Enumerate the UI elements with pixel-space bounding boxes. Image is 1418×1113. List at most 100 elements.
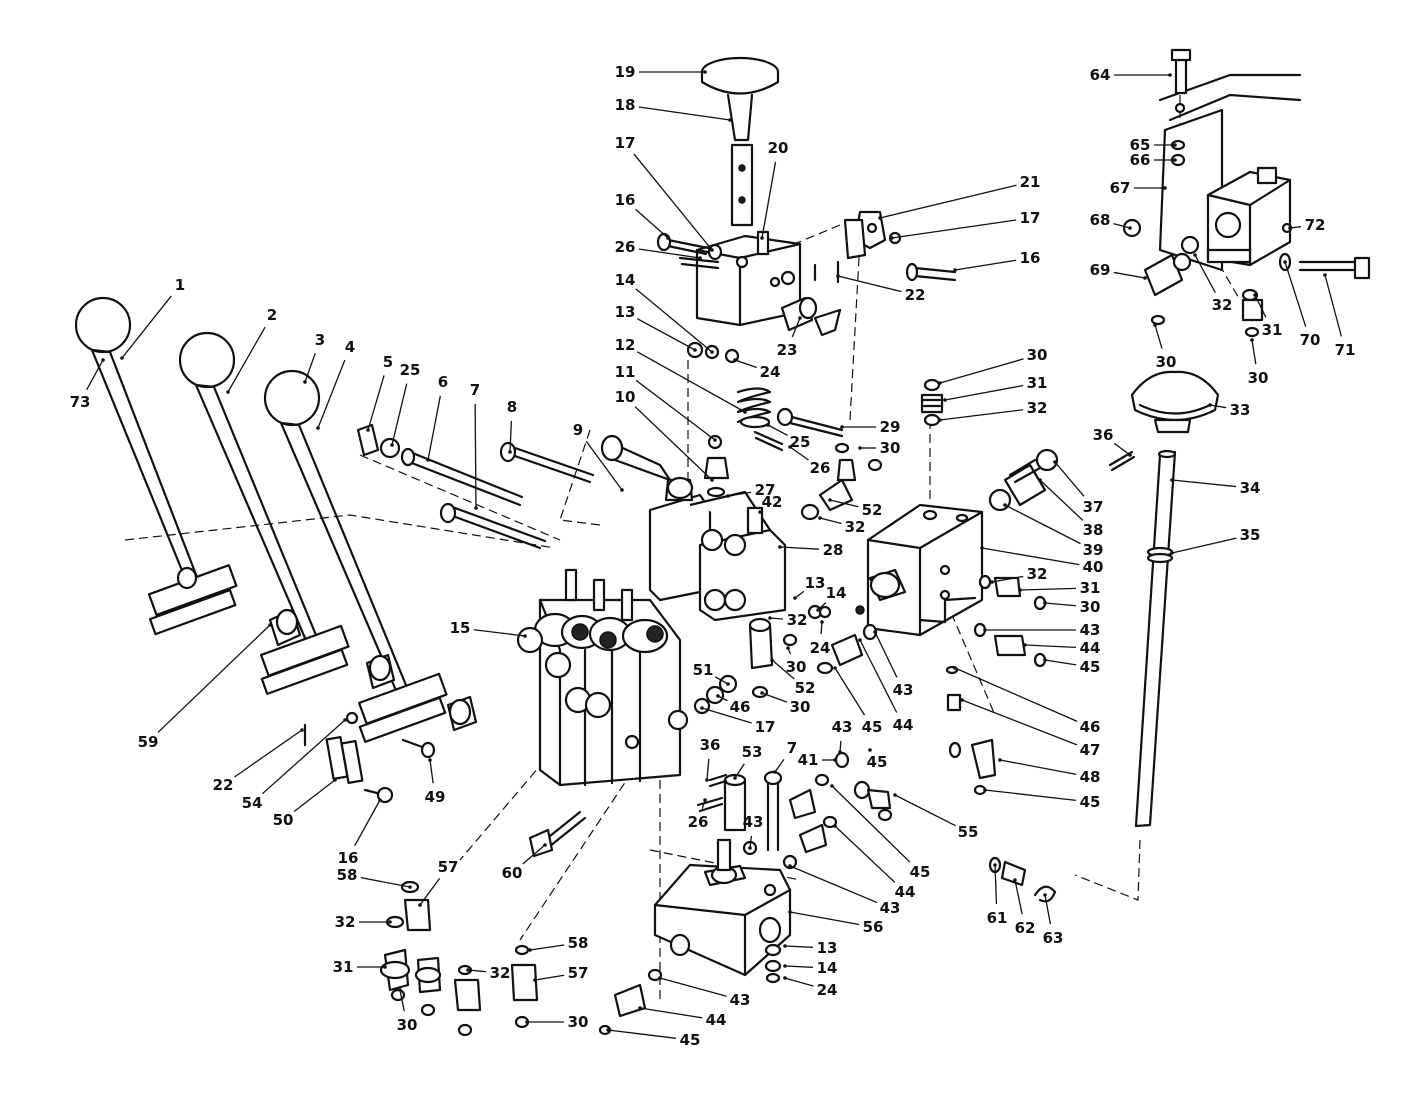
- leader-line-62: [1014, 879, 1023, 915]
- leader-line-35: [1171, 537, 1237, 554]
- leader-line-16: [354, 799, 381, 847]
- leader-tip-43: [983, 628, 987, 632]
- part-label-64: 64: [1090, 66, 1111, 84]
- leader-line-61: [994, 864, 998, 905]
- leader-tip-13: [783, 944, 787, 948]
- leader-tip-12: [743, 410, 747, 414]
- part-label-52: 52: [795, 679, 816, 697]
- leader-line-30: [761, 692, 788, 703]
- leader-tip-47: [960, 698, 964, 702]
- leader-tip-50: [333, 778, 337, 782]
- leader-tip-46: [716, 694, 720, 698]
- part-label-24: 24: [810, 639, 831, 657]
- lower-valve-56: [653, 773, 792, 984]
- part-label-50: 50: [273, 811, 294, 829]
- leader-tip-72: [1288, 226, 1292, 230]
- part-label-52: 52: [862, 501, 883, 519]
- leader-tip-16: [666, 236, 670, 240]
- part-label-1: 1: [175, 276, 185, 294]
- leader-tip-30: [938, 381, 942, 385]
- part-label-68: 68: [1090, 211, 1111, 229]
- part-label-18: 18: [615, 96, 636, 114]
- leader-line-13: [636, 318, 696, 351]
- part-label-28: 28: [823, 541, 844, 559]
- leader-tip-45: [830, 784, 834, 788]
- leader-line-69: [1113, 271, 1146, 279]
- leader-line-17: [701, 707, 752, 724]
- leader-tip-61: [993, 863, 997, 867]
- part-label-48: 48: [1080, 768, 1101, 786]
- leader-line-45: [1044, 659, 1077, 666]
- part-label-22: 22: [905, 286, 926, 304]
- leader-line-50: [293, 779, 336, 812]
- leader-line-14: [784, 965, 814, 968]
- leader-tip-42: [758, 510, 762, 514]
- leader-line-22: [837, 275, 902, 293]
- leader-line-36: [1113, 442, 1131, 456]
- leader-tip-5: [366, 428, 370, 432]
- part-label-65: 65: [1130, 136, 1151, 154]
- leader-tip-3: [303, 380, 307, 384]
- leader-tip-30: [760, 691, 764, 695]
- leader-line-49: [429, 759, 434, 784]
- relief-valve-37-39: [988, 448, 1059, 512]
- leader-tip-45: [606, 1028, 610, 1032]
- part-label-30: 30: [790, 698, 811, 716]
- leader-tip-21: [878, 216, 882, 220]
- bolt-71: [1150, 252, 1371, 338]
- leader-tip-44: [858, 638, 862, 642]
- leader-line-56: [789, 911, 860, 926]
- part-label-32: 32: [787, 611, 808, 629]
- part-label-16: 16: [615, 191, 636, 209]
- leader-line-16: [635, 208, 669, 239]
- leader-line-46: [954, 667, 1078, 722]
- leader-tip-35: [1170, 551, 1174, 555]
- part-label-55: 55: [958, 823, 979, 841]
- part-label-17: 17: [1020, 209, 1041, 227]
- part-label-10: 10: [615, 388, 636, 406]
- leader-tip-57: [533, 978, 537, 982]
- leader-line-43: [874, 631, 898, 678]
- part-label-32: 32: [490, 964, 511, 982]
- leader-tip-62: [1013, 878, 1017, 882]
- leader-line-30: [939, 358, 1024, 384]
- part-label-45: 45: [910, 863, 931, 881]
- part-label-46: 46: [1080, 718, 1101, 736]
- leader-line-30: [1044, 602, 1077, 607]
- part-label-30: 30: [568, 1013, 589, 1031]
- leader-tip-70: [1283, 260, 1287, 264]
- leader-tip-45: [833, 666, 837, 670]
- leader-tip-32: [1193, 253, 1197, 257]
- leader-line-43: [749, 835, 753, 849]
- clevis-50: [303, 711, 436, 804]
- leader-tip-13: [793, 596, 797, 600]
- leader-line-30: [399, 989, 405, 1012]
- leader-tip-45: [868, 748, 872, 752]
- leader-line-20: [761, 161, 777, 239]
- part-label-32: 32: [335, 913, 356, 931]
- part-label-72: 72: [1305, 216, 1326, 234]
- part-label-30: 30: [1080, 598, 1101, 616]
- part-label-42: 42: [762, 493, 783, 511]
- leader-tip-32: [990, 580, 994, 584]
- leader-tip-69: [1143, 276, 1147, 280]
- part-label-45: 45: [867, 753, 888, 771]
- tie-rods: [356, 423, 595, 550]
- part-label-31: 31: [1027, 374, 1048, 392]
- part-label-5: 5: [383, 353, 393, 371]
- lower-fittings-44: [782, 751, 893, 870]
- leader-tip-31: [1253, 293, 1257, 297]
- leader-tip-24: [820, 620, 824, 624]
- part-label-61: 61: [987, 909, 1008, 927]
- part-label-30: 30: [397, 1016, 418, 1034]
- part-label-7: 7: [787, 739, 797, 757]
- part-label-9: 9: [573, 421, 583, 439]
- part-label-26: 26: [688, 813, 709, 831]
- part-label-58: 58: [568, 934, 589, 952]
- part-label-53: 53: [742, 743, 763, 761]
- part-label-25: 25: [400, 361, 421, 379]
- leader-tip-25: [390, 443, 394, 447]
- part-label-41: 41: [798, 751, 819, 769]
- top-fitting-31: [920, 378, 944, 427]
